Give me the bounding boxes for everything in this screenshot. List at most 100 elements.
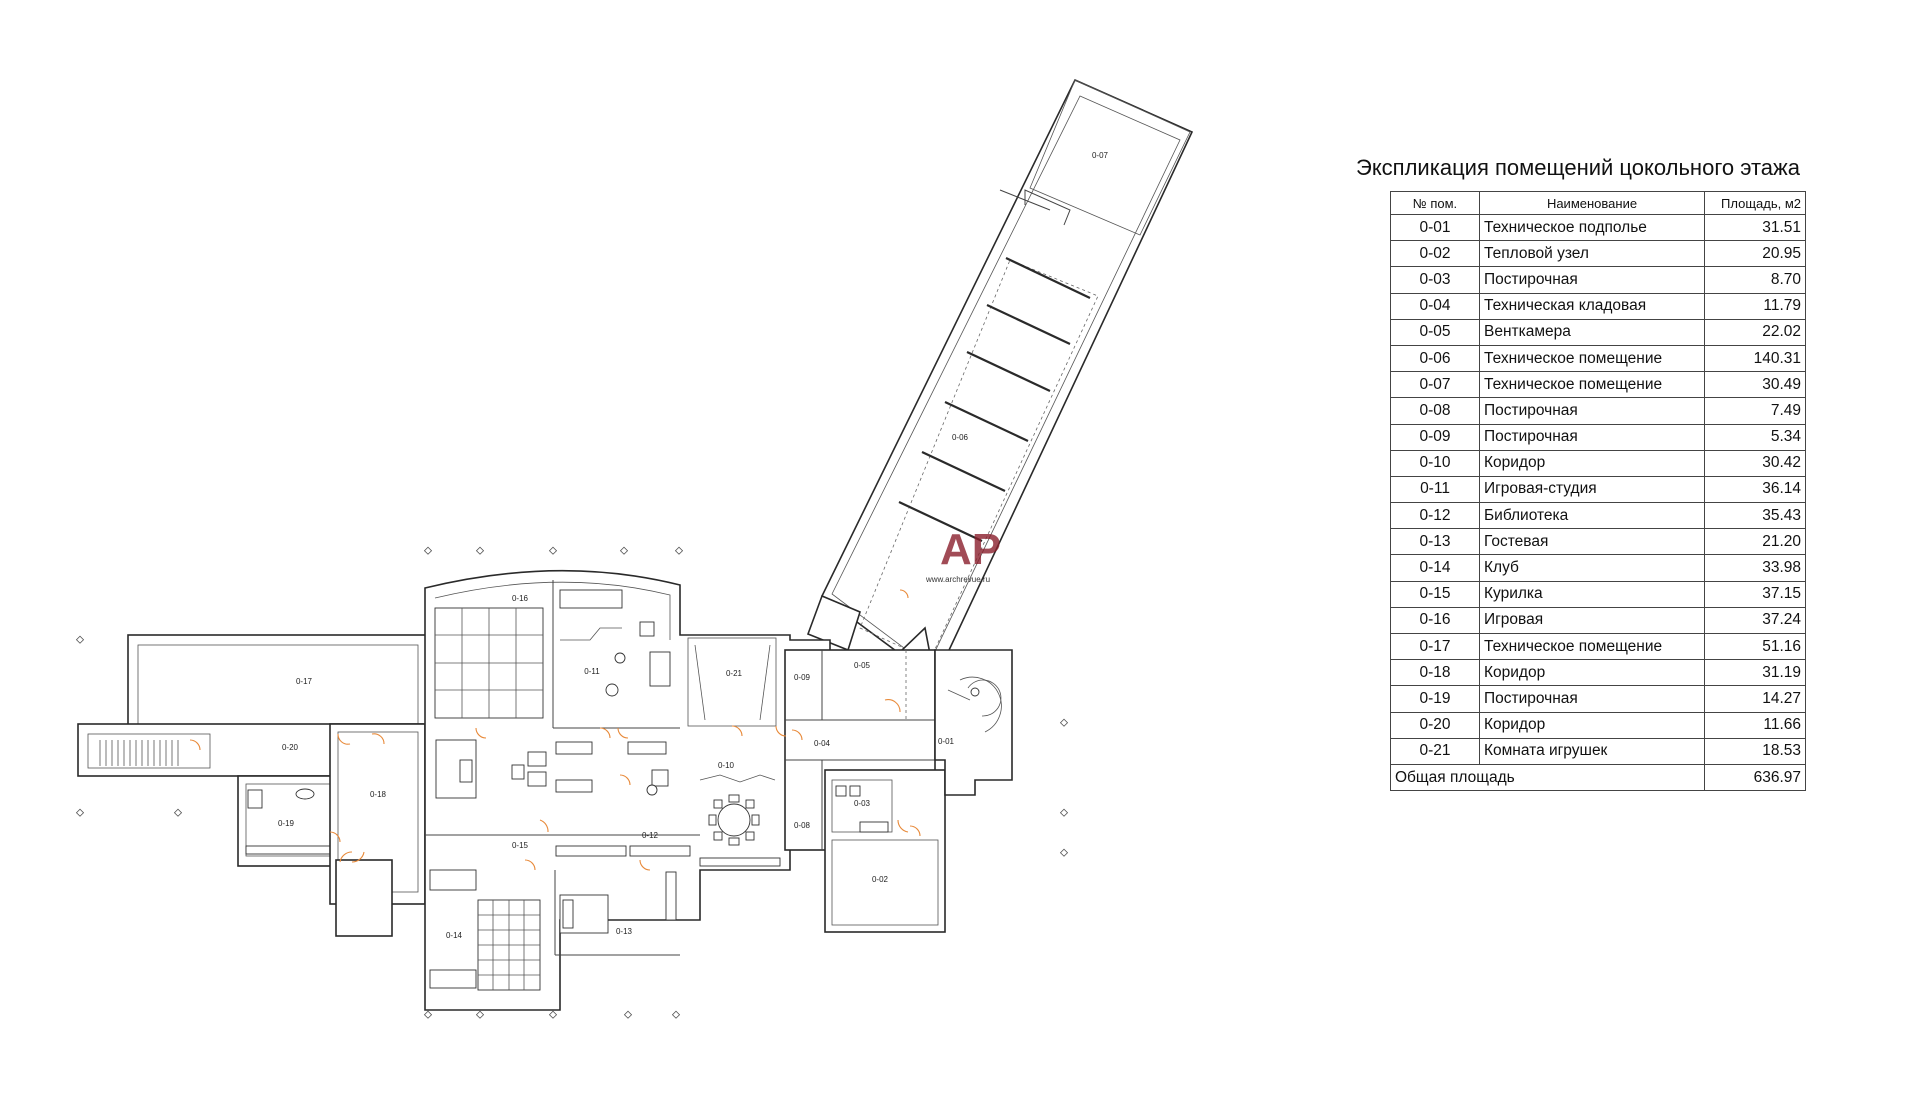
room-name: Постирочная <box>1479 685 1705 713</box>
explication-title: Экспликация помещений цокольного этажа <box>1356 155 1800 180</box>
room-number: 0-12 <box>1390 502 1480 530</box>
header-area: Площадь, м2 <box>1704 191 1806 215</box>
wing-outer-wall <box>820 78 1194 682</box>
room-area: 20.95 <box>1704 240 1806 268</box>
room-number: 0-03 <box>1390 266 1480 294</box>
watermark-logo-text: AP <box>940 525 1001 574</box>
room-area: 35.43 <box>1704 502 1806 530</box>
room-label-04: 0-04 <box>814 739 831 748</box>
room-number: 0-01 <box>1390 213 1480 242</box>
room-label-05: 0-05 <box>854 661 871 670</box>
room-label-16: 0-16 <box>512 594 529 603</box>
room-area: 7.49 <box>1704 397 1806 425</box>
room-07-outline <box>1029 79 1191 236</box>
room-name: Гостевая <box>1479 528 1705 556</box>
room-name: Коридор <box>1479 449 1705 477</box>
room-name: Курилка <box>1479 580 1705 608</box>
room-label-14: 0-14 <box>446 931 463 940</box>
room-area: 11.66 <box>1704 711 1806 739</box>
room-name: Техническое подполье <box>1479 213 1705 242</box>
room-name: Комната игрушек <box>1479 737 1705 765</box>
room-number: 0-10 <box>1390 449 1480 477</box>
main-building <box>77 569 1013 1011</box>
room-area: 51.16 <box>1704 632 1806 661</box>
room-area: 22.02 <box>1704 318 1806 346</box>
room-area: 11.79 <box>1704 292 1806 320</box>
room-area: 18.53 <box>1704 737 1806 765</box>
room-label-01: 0-01 <box>938 737 955 746</box>
room-number: 0-02 <box>1390 240 1480 268</box>
room-area: 140.31 <box>1704 344 1806 373</box>
staircase <box>99 740 179 766</box>
room-area: 8.70 <box>1704 266 1806 294</box>
total-area: 636.97 <box>1704 763 1806 792</box>
room-name: Игровая <box>1479 606 1705 635</box>
table-header-row: № пом. Наименование Площадь, м2 <box>1390 191 1806 215</box>
room-area: 30.42 <box>1704 449 1806 477</box>
room-name: Техническая кладовая <box>1479 292 1705 320</box>
lounge-furniture <box>435 739 691 921</box>
room-number: 0-18 <box>1390 659 1480 687</box>
room-area: 5.34 <box>1704 423 1806 451</box>
room-area: 21.20 <box>1704 528 1806 556</box>
room-number: 0-08 <box>1390 397 1480 425</box>
room-11-furniture <box>559 589 671 697</box>
room-17-wall <box>127 634 429 736</box>
room-14-furniture <box>429 869 541 991</box>
room-label-02: 0-02 <box>872 875 889 884</box>
room-label-11: 0-11 <box>584 667 600 676</box>
room-area: 37.15 <box>1704 580 1806 608</box>
room-label-03: 0-03 <box>854 799 871 808</box>
room-name: Коридор <box>1479 659 1705 687</box>
room-number: 0-13 <box>1390 528 1480 556</box>
room-label-19: 0-19 <box>278 819 295 828</box>
room-number: 0-05 <box>1390 318 1480 346</box>
wing-racks <box>898 257 1091 542</box>
watermark-url: www.archrevue.ru <box>925 575 990 584</box>
technical-wing <box>806 78 1194 682</box>
header-num: № пом. <box>1390 191 1480 215</box>
room-label-06: 0-06 <box>952 433 969 442</box>
room-label-08: 0-08 <box>794 821 811 830</box>
room-number: 0-15 <box>1390 580 1480 608</box>
room-label-09: 0-09 <box>794 673 811 682</box>
room-number: 0-14 <box>1390 554 1480 582</box>
room-number: 0-20 <box>1390 711 1480 739</box>
room-name: Тепловой узел <box>1479 240 1705 268</box>
room-area: 31.51 <box>1704 213 1806 242</box>
room-area: 14.27 <box>1704 685 1806 713</box>
room-01-wall <box>934 649 1013 796</box>
room-label-18: 0-18 <box>370 790 387 799</box>
room-name: Постирочная <box>1479 423 1705 451</box>
room-13-furniture <box>554 870 680 956</box>
room-name: Клуб <box>1479 554 1705 582</box>
room-number: 0-21 <box>1390 737 1480 765</box>
room-area: 30.49 <box>1704 371 1806 399</box>
room-number: 0-17 <box>1390 632 1480 661</box>
room-area: 33.98 <box>1704 554 1806 582</box>
room-02-wall <box>824 769 946 933</box>
header-name: Наименование <box>1479 191 1705 215</box>
room-number: 0-11 <box>1390 475 1480 504</box>
room-label-17: 0-17 <box>296 677 313 686</box>
